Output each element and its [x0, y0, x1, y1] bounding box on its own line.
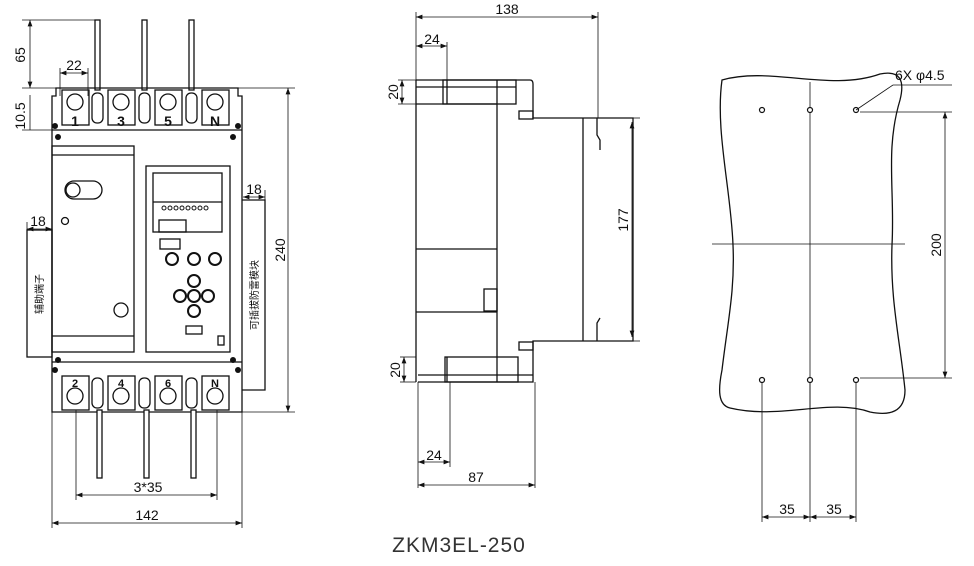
dim-label: 18: [30, 213, 46, 229]
dim-label: 142: [135, 507, 159, 523]
corner-screws: [52, 123, 241, 373]
dim-label: 177: [615, 208, 631, 232]
terminal-label: 6: [165, 378, 171, 390]
dim-label: 24: [424, 31, 440, 47]
dim-label: 20: [385, 84, 401, 100]
mounting-holes: [758, 106, 860, 384]
dim-label: 35: [826, 501, 842, 517]
terminal-label: N: [210, 113, 220, 129]
aux-label: 辅助端子: [33, 274, 46, 314]
top-terminal-strip: [61, 89, 230, 126]
dim-label: 240: [272, 238, 288, 262]
dim-label: 24: [426, 447, 442, 463]
bottom-wires: [96, 409, 197, 479]
dim-label: 18: [246, 181, 262, 197]
front-view: 1 3 5 N: [12, 19, 295, 528]
dim-label: 35: [779, 501, 795, 517]
dim-label: 87: [468, 469, 484, 485]
mounting-view: 6X φ4.5 200 35 35: [712, 67, 952, 522]
keypad: [165, 252, 222, 318]
module-label: 可插拔防雷模块: [248, 260, 261, 330]
dim-label: 20: [387, 362, 403, 378]
dim-label: 200: [928, 233, 944, 257]
terminal-label: 5: [164, 113, 172, 129]
terminal-label: 3: [117, 113, 125, 129]
dim-label: 10.5: [12, 102, 28, 129]
terminal-label: N: [211, 378, 219, 390]
side-view: 138 24 20 177 20 24 87: [385, 1, 640, 488]
led-row: [161, 205, 209, 211]
bottom-terminal-strip: [61, 375, 230, 411]
drawing-title: ZKM3EL-250: [392, 534, 526, 557]
holes-label: 6X φ4.5: [895, 67, 945, 83]
dim-label: 3*35: [134, 479, 163, 495]
top-wires: [94, 19, 195, 91]
dim-label: 65: [12, 47, 28, 63]
terminal-label: 4: [118, 378, 125, 390]
dim-label: 22: [66, 57, 82, 73]
dim-label: 138: [495, 1, 519, 17]
terminal-label: 1: [71, 113, 79, 129]
terminal-label: 2: [72, 378, 78, 390]
